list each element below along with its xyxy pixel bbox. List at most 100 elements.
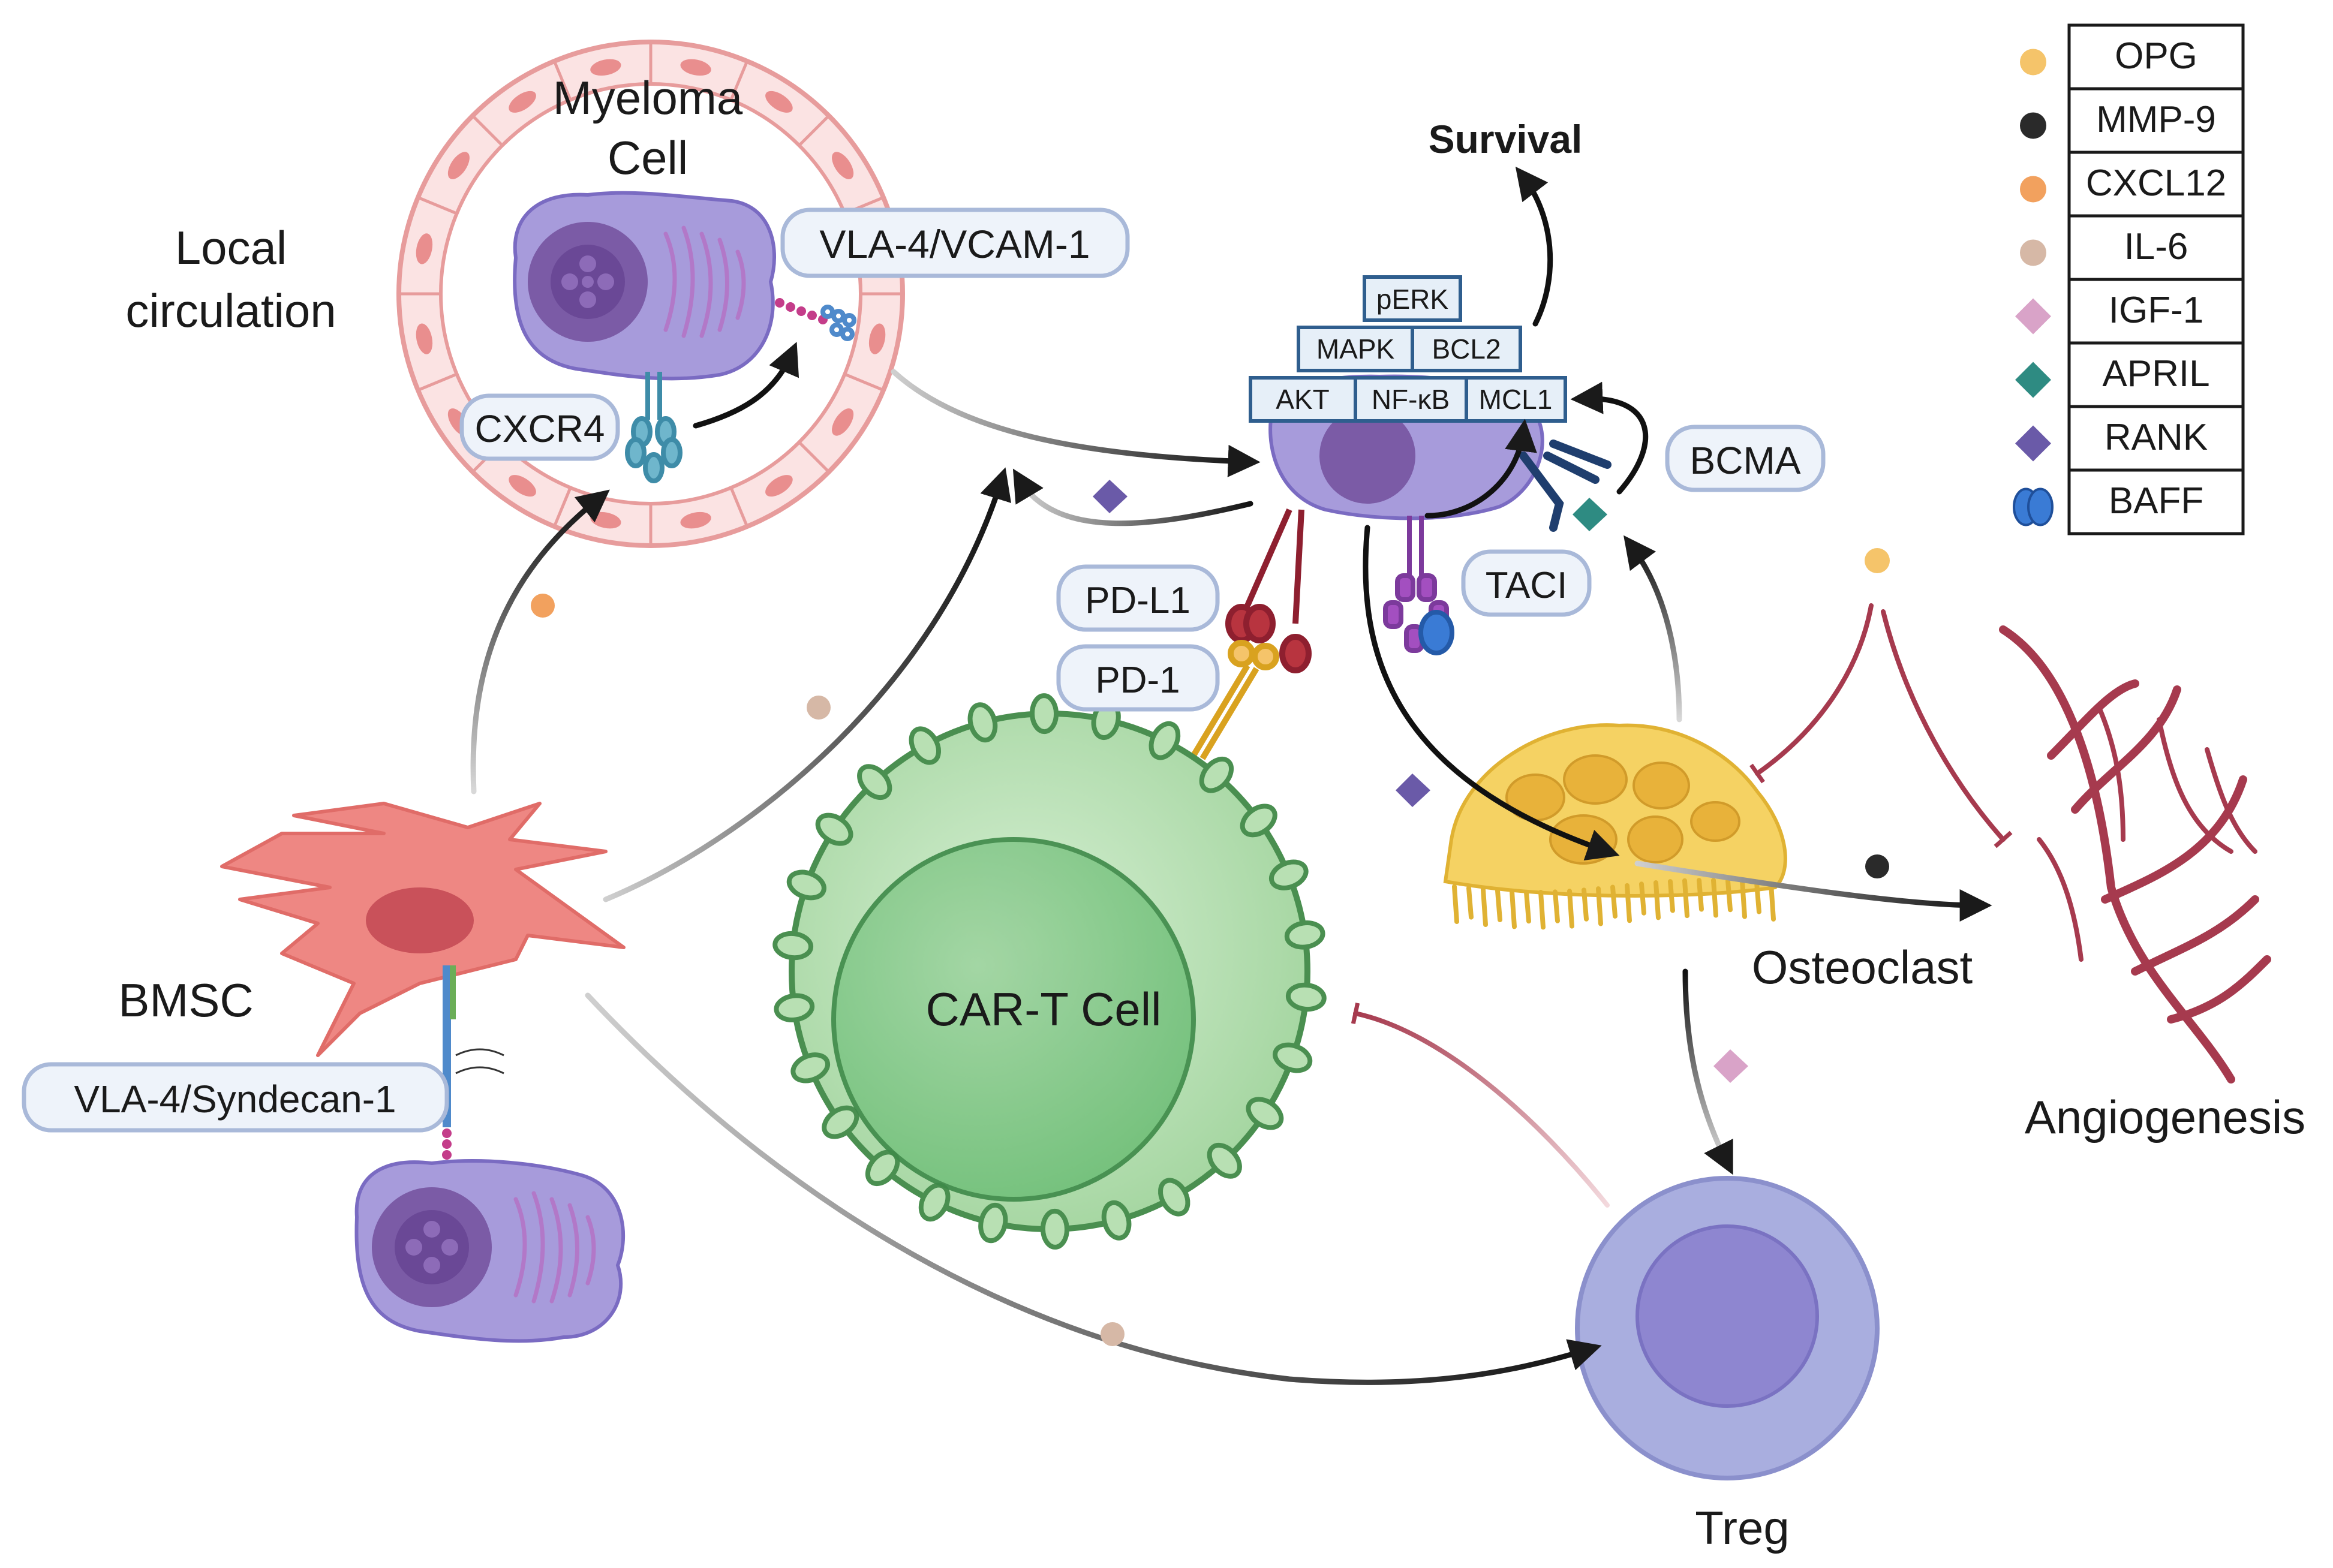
cxcr4-tag — [459, 393, 620, 461]
legend-item-mmp-9: MMP-9 — [2020, 87, 2245, 154]
inhibit-opg-to-osteoclast — [1749, 603, 1874, 784]
legend-item-april: APRIL — [2015, 341, 2245, 408]
rank-diamond-lower — [1396, 774, 1430, 807]
local-circulation-label: Local — [175, 221, 287, 274]
arrow-to-survival — [1515, 166, 1553, 327]
mmp9-dot — [1865, 854, 1889, 878]
survival-label: Survival — [1429, 117, 1583, 161]
legend-label: RANK — [2104, 417, 2208, 458]
rank-diamond-upper — [1093, 480, 1128, 513]
arrow-osteoclast-to-bcma — [1624, 535, 1682, 723]
akt-box — [1249, 376, 1357, 423]
arrow-bcma-to-mcl1 — [1570, 381, 1649, 495]
opg-dot — [1865, 548, 1890, 573]
legend-label: BAFF — [2109, 480, 2203, 522]
taci-tag — [1461, 549, 1592, 617]
myeloma-cell-label-2: Cell — [608, 131, 688, 184]
perk-box — [1363, 275, 1462, 322]
nfkb-box — [1354, 376, 1468, 423]
arrow-taci-to-central — [1424, 419, 1537, 519]
receptor-tags: VLA-4/VCAM-1 CXCR4 BCMA PD-L1 PD-1 TACI … — [22, 207, 1826, 1133]
il6-dot-upper — [807, 696, 831, 720]
bmsc-cell — [220, 802, 626, 1057]
arrow-osteoclast-to-treg — [1682, 968, 1733, 1175]
bmsc-label: BMSC — [118, 974, 253, 1027]
diamond-icon — [2015, 298, 2051, 335]
signaling-cascade: pERK MAPK BCL2 AKT NF-κB MCL1 — [1249, 275, 1567, 423]
diamond-icon — [2015, 362, 2051, 398]
treg-cell — [1575, 1176, 1880, 1480]
pd-1-label: PD-1 — [1095, 660, 1180, 701]
arrow-myeloma-to-left — [1012, 468, 1253, 526]
arrow-myeloma-to-osteoclast — [1363, 525, 1620, 861]
osteoclast-label: Osteoclast — [1752, 941, 1973, 994]
myeloma-cell-label: Myeloma — [553, 71, 743, 124]
legend-label: MMP-9 — [2096, 99, 2216, 140]
molecules — [531, 480, 1890, 1346]
bcma-label: BCMA — [1690, 439, 1801, 482]
igf1-diamond — [1713, 1049, 1748, 1083]
baff-icon — [2013, 487, 2054, 526]
vla4-syndecan1-label: VLA-4/Syndecan-1 — [74, 1078, 396, 1121]
vla4-syndecan1-tag — [22, 1062, 449, 1133]
mcl1-box — [1465, 376, 1567, 423]
vla4-vcam1-label: VLA-4/VCAM-1 — [819, 222, 1090, 266]
circle-icon — [2020, 112, 2046, 139]
inhibition-lines — [1351, 603, 2013, 1208]
myeloma-cell-bmsc — [354, 1159, 626, 1343]
angiogenesis-label: Angiogenesis — [2025, 1091, 2305, 1143]
cxcl12-dot — [531, 594, 555, 618]
april-diamond-bcma — [1573, 498, 1607, 531]
legend-item-opg: OPG — [2020, 23, 2245, 91]
pd-l1-tag — [1056, 564, 1220, 632]
circle-icon — [2020, 49, 2046, 76]
local-circulation-label-2: circulation — [125, 284, 336, 337]
car-t-cell — [772, 693, 1327, 1250]
treg-label: Treg — [1695, 1501, 1790, 1554]
circle-icon — [2020, 176, 2046, 203]
mcl1-label: MCL1 — [1479, 384, 1553, 415]
nfkb-label: NF-κB — [1372, 384, 1450, 415]
car-t-cell-label: CAR-T Cell — [926, 983, 1162, 1036]
vla4-vcam1-complex — [775, 298, 856, 341]
cxcr4-label: CXCR4 — [475, 407, 605, 450]
bcma-tag — [1665, 425, 1826, 492]
inhibit-opg-to-angiogenesis — [1881, 609, 2013, 848]
legend-label: APRIL — [2102, 353, 2209, 395]
inhibit-treg-to-car-t — [1351, 1003, 1610, 1208]
taci-label: TACI — [1486, 565, 1568, 606]
legend-item-baff: BAFF — [2013, 468, 2245, 535]
bcma-receptor — [1519, 440, 1612, 532]
bcl2-box — [1411, 326, 1522, 372]
legend-label: CXCL12 — [2086, 162, 2226, 204]
pd-l1-label: PD-L1 — [1085, 580, 1190, 621]
mapk-label: MAPK — [1316, 333, 1395, 365]
legend-label: IGF-1 — [2109, 290, 2203, 331]
myeloma-cell-vessel — [513, 191, 777, 381]
pd-1-tag — [1056, 644, 1220, 712]
arrow-osteoclast-to-angiogenesis — [1634, 860, 1992, 922]
arrow-bmsc-to-treg — [585, 992, 1602, 1385]
arrows — [470, 166, 1992, 1385]
il6-dot-lower — [1101, 1322, 1125, 1346]
cxcr4-receptor — [625, 372, 683, 483]
vla4-syndecan1-complex — [442, 965, 504, 1160]
arrow-bmsc-to-vessel — [470, 489, 610, 794]
pd-1-receptor — [1190, 640, 1279, 760]
legend-item-igf-1: IGF-1 — [2015, 278, 2245, 345]
circle-icon — [2020, 239, 2046, 266]
legend-item-il-6: IL-6 — [2020, 214, 2245, 281]
taci-receptor — [1383, 516, 1454, 655]
arrow-bmsc-to-central — [603, 467, 1012, 902]
legend-item-cxcl12: CXCL12 — [2020, 151, 2245, 218]
legend-label: IL-6 — [2124, 226, 2188, 267]
diamond-icon — [2015, 425, 2051, 462]
arrow-vessel-to-myeloma — [891, 369, 1261, 477]
akt-label: AKT — [1276, 384, 1329, 415]
legend-item-rank: RANK — [2015, 405, 2245, 472]
arrow-cxcr4-to-vla4 — [693, 342, 799, 429]
bcl2-label: BCL2 — [1432, 333, 1501, 365]
osteoclast-cell — [1443, 723, 1787, 930]
